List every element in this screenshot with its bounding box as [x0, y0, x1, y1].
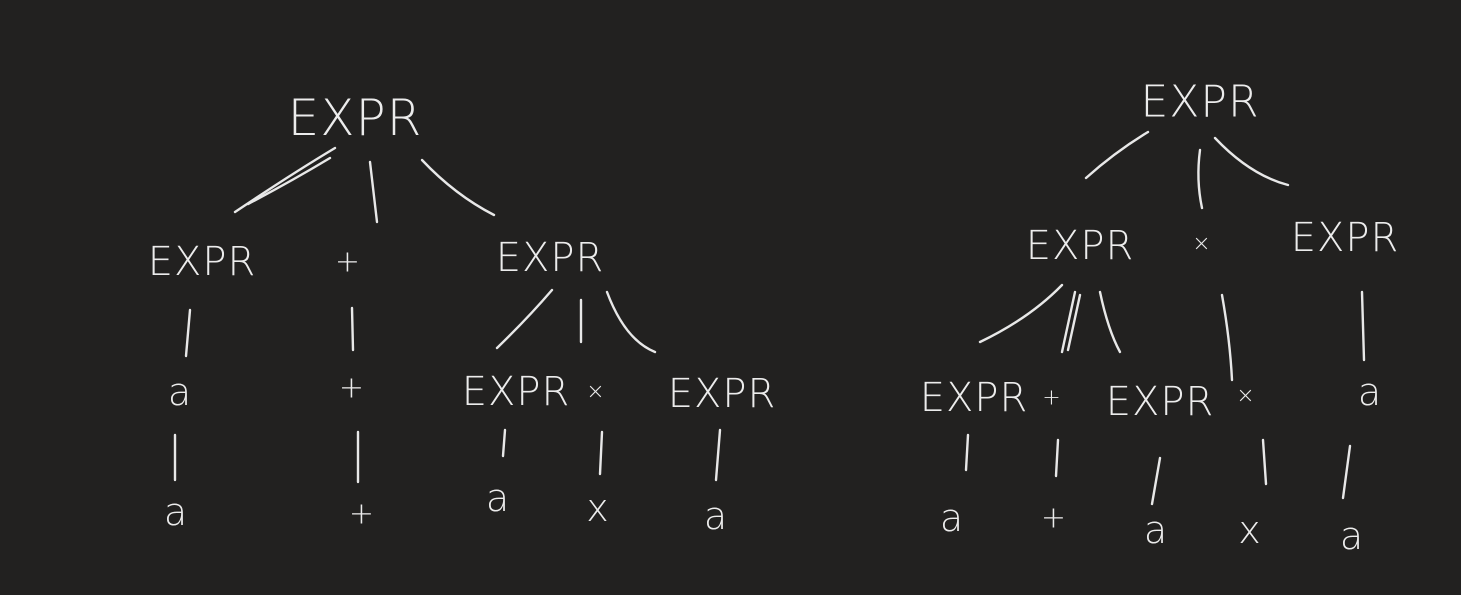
tree2-right-a-label: a — [1358, 370, 1382, 414]
edge-root-to-plus — [368, 160, 379, 224]
tree2-right-expr-label: EXPR — [1291, 215, 1400, 261]
parse-tree-right: EXPR EXPR × EXPR EXPR + EXPR × a a + a x… — [920, 77, 1400, 559]
edge-left-expr-to-plus — [1060, 290, 1077, 354]
edge-plus-to-plus — [350, 306, 355, 352]
edge-left-expr-to-inner-left — [978, 283, 1064, 344]
edge-left-expr-to-inner-right — [1098, 290, 1122, 354]
tree1-plus-leaf-label: + — [349, 497, 375, 532]
tree1-times-node-label: × — [586, 380, 605, 405]
edge-right-expr-to-inner-right — [605, 290, 657, 354]
edge-root-to-left-expr — [1084, 130, 1150, 180]
tree1-left-expr-label: EXPR — [148, 239, 257, 285]
tree2-times-node-label: × — [1192, 232, 1211, 257]
edge-root-to-left-expr-stroke2 — [246, 156, 332, 206]
edge-root-to-right-expr — [1213, 136, 1290, 187]
tree1-inner-left-leaf-label: a — [486, 476, 510, 520]
edge-inner-right-to-leaf — [1150, 456, 1162, 506]
tree2-right-a-leaf-label: a — [1340, 514, 1364, 558]
edge-inner-left-to-leaf — [501, 428, 507, 458]
tree1-plus-node-label: + — [335, 245, 361, 280]
tree1-times-leaf-label: x — [586, 486, 610, 530]
tree2-root-label: EXPR — [1140, 77, 1259, 128]
tree1-left-a-leaf-label: a — [164, 490, 188, 534]
tree2-inner-left-expr-label: EXPR — [920, 375, 1029, 421]
edge-times-child-to-leaf — [1261, 438, 1268, 486]
tree1-root-label: EXPR — [288, 89, 423, 147]
tree2-left-expr-label: EXPR — [1026, 223, 1135, 269]
edge-inner-left-to-leaf — [964, 433, 970, 472]
tree2-plus-node-label: + — [1042, 386, 1061, 411]
tree2-times-leaf-label: x — [1238, 508, 1262, 552]
parse-tree-left: EXPR EXPR + EXPR a + EXPR × EXPR a + a x… — [148, 89, 777, 538]
edge-left-expr-to-plus-stroke2 — [1066, 293, 1082, 352]
tree2-plus-leaf-label: + — [1041, 501, 1067, 536]
edge-right-expr-to-a — [1360, 290, 1366, 362]
edge-plus-to-leaf — [1054, 438, 1060, 478]
edge-inner-right-to-leaf — [714, 428, 722, 482]
edge-times-to-times-child — [1220, 293, 1234, 382]
tree1-inner-right-leaf-label: a — [704, 494, 728, 538]
tree2-inner-left-leaf-label: a — [940, 496, 964, 540]
tree2-times-child-label: × — [1236, 384, 1255, 409]
edge-root-to-times — [1197, 148, 1204, 210]
tree1-inner-left-expr-label: EXPR — [462, 369, 571, 415]
edge-a-to-a-leaf — [1341, 444, 1352, 500]
tree1-plus-child-label: + — [339, 371, 365, 406]
edge-right-expr-to-inner-left — [495, 288, 554, 350]
tree1-inner-right-expr-label: EXPR — [668, 371, 777, 417]
tree2-inner-right-expr-label: EXPR — [1106, 379, 1215, 425]
edge-times-to-leaf — [598, 430, 604, 476]
edge-root-to-left-expr — [233, 146, 337, 214]
tree1-left-a-label: a — [168, 370, 192, 414]
edge-left-expr-to-a — [184, 308, 192, 358]
edge-root-to-right-expr — [420, 158, 496, 217]
tree2-inner-right-leaf-label: a — [1144, 508, 1168, 552]
tree1-right-expr-label: EXPR — [496, 235, 605, 281]
